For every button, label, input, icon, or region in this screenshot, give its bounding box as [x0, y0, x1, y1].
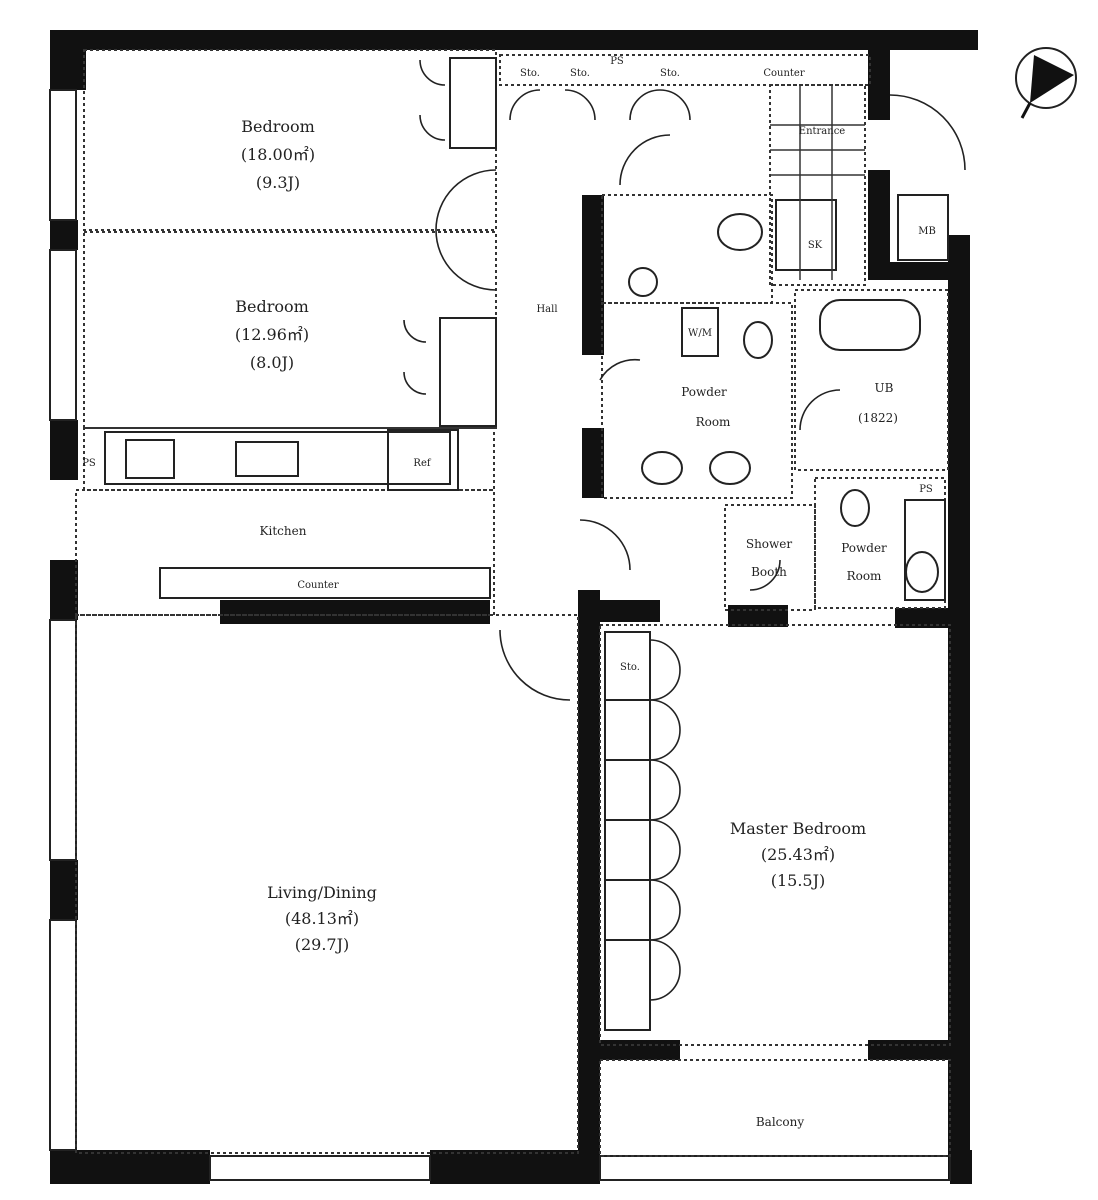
- bedroom2-tatami: (8.0J): [250, 353, 294, 372]
- living-name: Living/Dining: [267, 883, 377, 902]
- north-compass-icon: [1015, 47, 1077, 119]
- powder2-line1: Powder: [841, 541, 887, 555]
- ref-label: Ref: [413, 458, 431, 469]
- bedroom2-name: Bedroom: [235, 297, 309, 316]
- left-windows: [49, 89, 951, 1181]
- powder2-line2: Room: [847, 569, 882, 583]
- ps-label-kitchen: PS: [82, 458, 96, 469]
- sto-label-1: Sto.: [520, 68, 540, 79]
- balcony-label: Balcony: [756, 1115, 804, 1129]
- ub-line2: (1822): [858, 411, 898, 425]
- ub-line1: UB: [875, 381, 894, 395]
- master-name: Master Bedroom: [730, 819, 866, 838]
- sto-label-master: Sto.: [620, 662, 640, 673]
- bedroom2-area: (12.96㎡): [235, 325, 309, 344]
- shower-line1: Shower: [746, 537, 793, 551]
- sk-label: SK: [808, 240, 823, 251]
- powder1-line1: Powder: [681, 385, 727, 399]
- wardrobe-shelves: [605, 85, 865, 941]
- powder1-line2: Room: [696, 415, 731, 429]
- top-counter-label: Counter: [763, 68, 804, 79]
- mb-label: MB: [918, 226, 936, 237]
- ps-label-top: PS: [610, 56, 624, 67]
- kitchen-label: Kitchen: [260, 524, 307, 538]
- bedroom1-name: Bedroom: [241, 117, 315, 136]
- doors: [403, 59, 966, 1001]
- kitchen-counter-label: Counter: [297, 580, 338, 591]
- wm-label: W/M: [688, 328, 712, 339]
- exterior-walls: [50, 30, 978, 1184]
- master-area: (25.43㎡): [761, 845, 835, 864]
- living-tatami: (29.7J): [295, 935, 350, 954]
- hall-label: Hall: [536, 304, 557, 315]
- interior-walls: [75, 49, 951, 1157]
- sto-label-2: Sto.: [570, 68, 590, 79]
- shower-line2: Booth: [751, 565, 787, 579]
- sto-label-3: Sto.: [660, 68, 680, 79]
- master-tatami: (15.5J): [771, 871, 826, 890]
- entrance-label: Entrance: [799, 126, 846, 137]
- bedroom1-area: (18.00㎡): [241, 145, 315, 164]
- bedroom1-tatami: (9.3J): [256, 173, 300, 192]
- ps-label-bath: PS: [919, 484, 933, 495]
- living-area: (48.13㎡): [285, 909, 359, 928]
